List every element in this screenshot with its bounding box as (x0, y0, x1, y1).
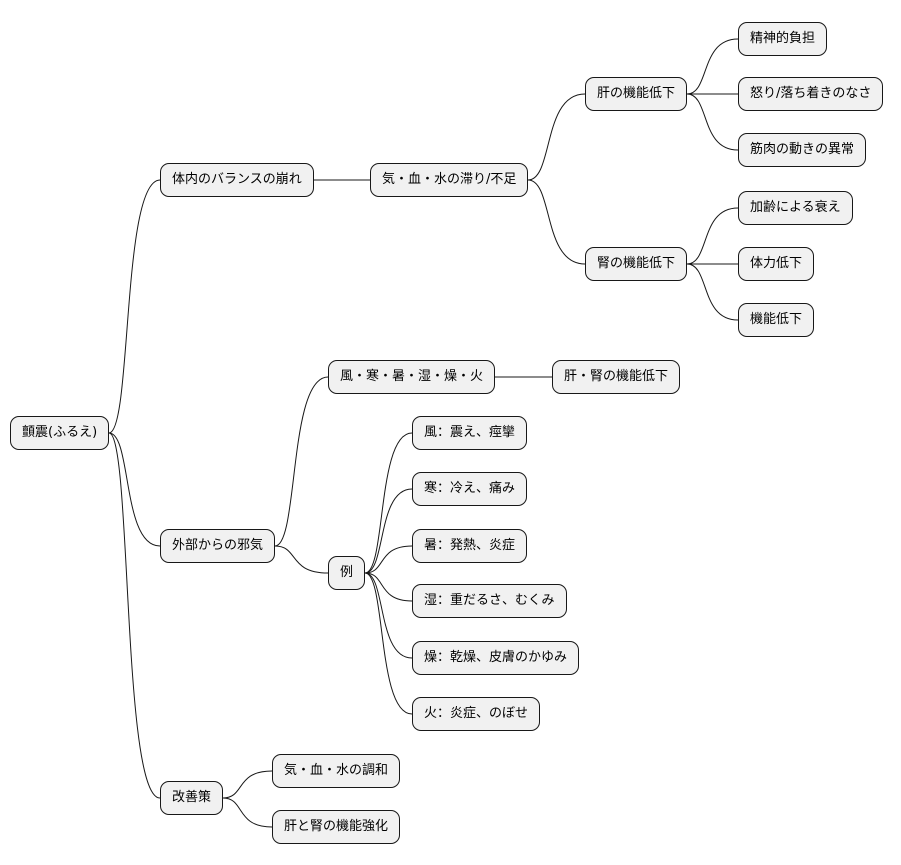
edge-root-to-imbalance (108, 179, 161, 434)
edge-stagnation-to-kidney-decline (527, 179, 586, 265)
node-ex-cold: 寒：冷え、痛み (412, 472, 528, 506)
node-stagnation: 気・血・水の滞り/不足 (370, 163, 529, 197)
edge-remedy-to-strengthen (222, 797, 273, 828)
edge-examples-to-ex-cold (364, 488, 413, 574)
node-ex-damp: 湿：重だるさ、むくみ (412, 584, 567, 618)
edge-external-evil-to-six-evils (274, 376, 329, 547)
edge-examples-to-ex-wind (364, 432, 413, 574)
edge-root-to-remedy (108, 432, 161, 799)
node-remedy: 改善策 (160, 781, 224, 815)
node-anger-restless: 怒り/落ち着きのなさ (738, 77, 884, 111)
node-ex-heat: 暑：発熱、炎症 (412, 529, 528, 563)
node-function-decline: 機能低下 (738, 303, 815, 337)
edge-examples-to-ex-heat (364, 545, 413, 574)
edge-liver-decline-to-mental-burden (686, 38, 739, 95)
edge-liver-decline-to-muscle-abnormal (686, 93, 739, 151)
node-kidney-decline: 腎の機能低下 (585, 247, 688, 281)
node-stamina-decline: 体力低下 (738, 247, 815, 281)
node-liver-decline: 肝の機能低下 (585, 77, 688, 111)
node-ex-dry: 燥：乾燥、皮膚のかゆみ (412, 641, 580, 675)
node-root: 顫震(ふるえ) (10, 416, 110, 450)
edge-stagnation-to-liver-decline (527, 93, 586, 181)
node-external-evil: 外部からの邪気 (160, 529, 276, 563)
node-strengthen: 肝と腎の機能強化 (272, 810, 401, 844)
node-imbalance: 体内のバランスの崩れ (160, 163, 314, 197)
node-ex-wind: 風：震え、痙攣 (412, 416, 528, 450)
edge-examples-to-ex-dry (364, 572, 413, 659)
edge-kidney-decline-to-function-decline (686, 263, 739, 321)
edge-remedy-to-harmonize (222, 770, 273, 799)
edge-root-to-external-evil (108, 432, 161, 547)
node-aging: 加齢による衰え (738, 191, 853, 225)
node-ex-fire: 火：炎症、のぼせ (412, 697, 541, 731)
node-mental-burden: 精神的負担 (738, 22, 828, 56)
node-muscle-abnormal: 筋肉の動きの異常 (738, 133, 867, 167)
node-harmonize: 気・血・水の調和 (272, 754, 401, 788)
edge-external-evil-to-examples (274, 545, 329, 574)
edge-examples-to-ex-fire (364, 572, 413, 715)
edge-examples-to-ex-damp (364, 572, 413, 602)
node-six-evils: 風・寒・暑・湿・燥・火 (328, 360, 496, 394)
node-examples: 例 (328, 556, 366, 590)
edge-kidney-decline-to-aging (686, 207, 739, 265)
node-liver-kidney-decline: 肝・腎の機能低下 (552, 360, 681, 394)
